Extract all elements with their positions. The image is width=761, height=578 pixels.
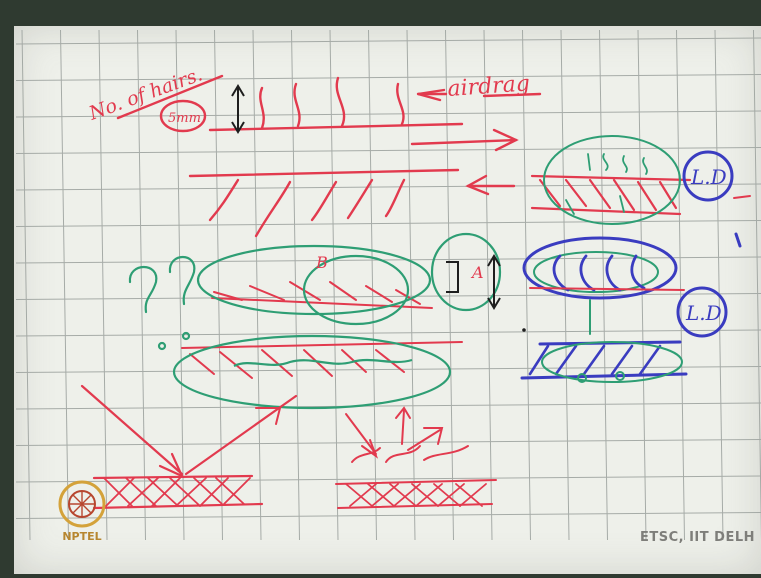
point-b-label: B	[315, 253, 328, 272]
grid-line-vertical	[523, 30, 531, 540]
grid-line-horizontal	[16, 148, 761, 154]
grid-line-horizontal	[16, 75, 761, 81]
grid-line-horizontal	[16, 221, 761, 227]
grid-line-horizontal	[16, 440, 761, 446]
grid-line-horizontal	[16, 513, 761, 519]
grid-line-vertical	[446, 30, 454, 540]
diffuse-reflection-sketch	[336, 408, 496, 508]
grid-line-vertical	[677, 30, 685, 540]
grid-line-horizontal	[16, 367, 761, 373]
grid-line-vertical	[22, 30, 30, 540]
ld-label-bottom: L.D	[685, 301, 722, 325]
grid-line-vertical	[600, 30, 608, 540]
grid-line-vertical	[484, 30, 492, 540]
nptel-logo: NPTEL	[52, 474, 112, 549]
nptel-emblem-icon: NPTEL	[52, 474, 112, 544]
grid-line-vertical	[369, 30, 377, 540]
nptel-logo-text: NPTEL	[62, 530, 101, 543]
grid-line-horizontal	[16, 403, 761, 409]
footer-credit: ETSC, IIT DELH	[640, 530, 755, 545]
grid-line-horizontal	[16, 184, 761, 190]
grid-line-vertical	[253, 30, 261, 540]
ld-label-top: L.D	[690, 165, 727, 189]
grid-line-horizontal	[16, 294, 761, 300]
point-a-label: A	[470, 263, 484, 282]
specular-reflection-sketch	[82, 386, 296, 508]
five-mm-label: 5mm	[168, 111, 201, 126]
grid-line-vertical	[215, 30, 223, 540]
grid-line-vertical	[754, 30, 761, 540]
grid-line-horizontal	[16, 330, 761, 336]
hair-height-marker	[232, 86, 244, 132]
airdrag-label: airdrag	[447, 71, 531, 102]
grid-line-vertical	[715, 30, 723, 540]
grid-line-vertical	[61, 30, 69, 540]
grid-line-horizontal	[16, 38, 761, 44]
